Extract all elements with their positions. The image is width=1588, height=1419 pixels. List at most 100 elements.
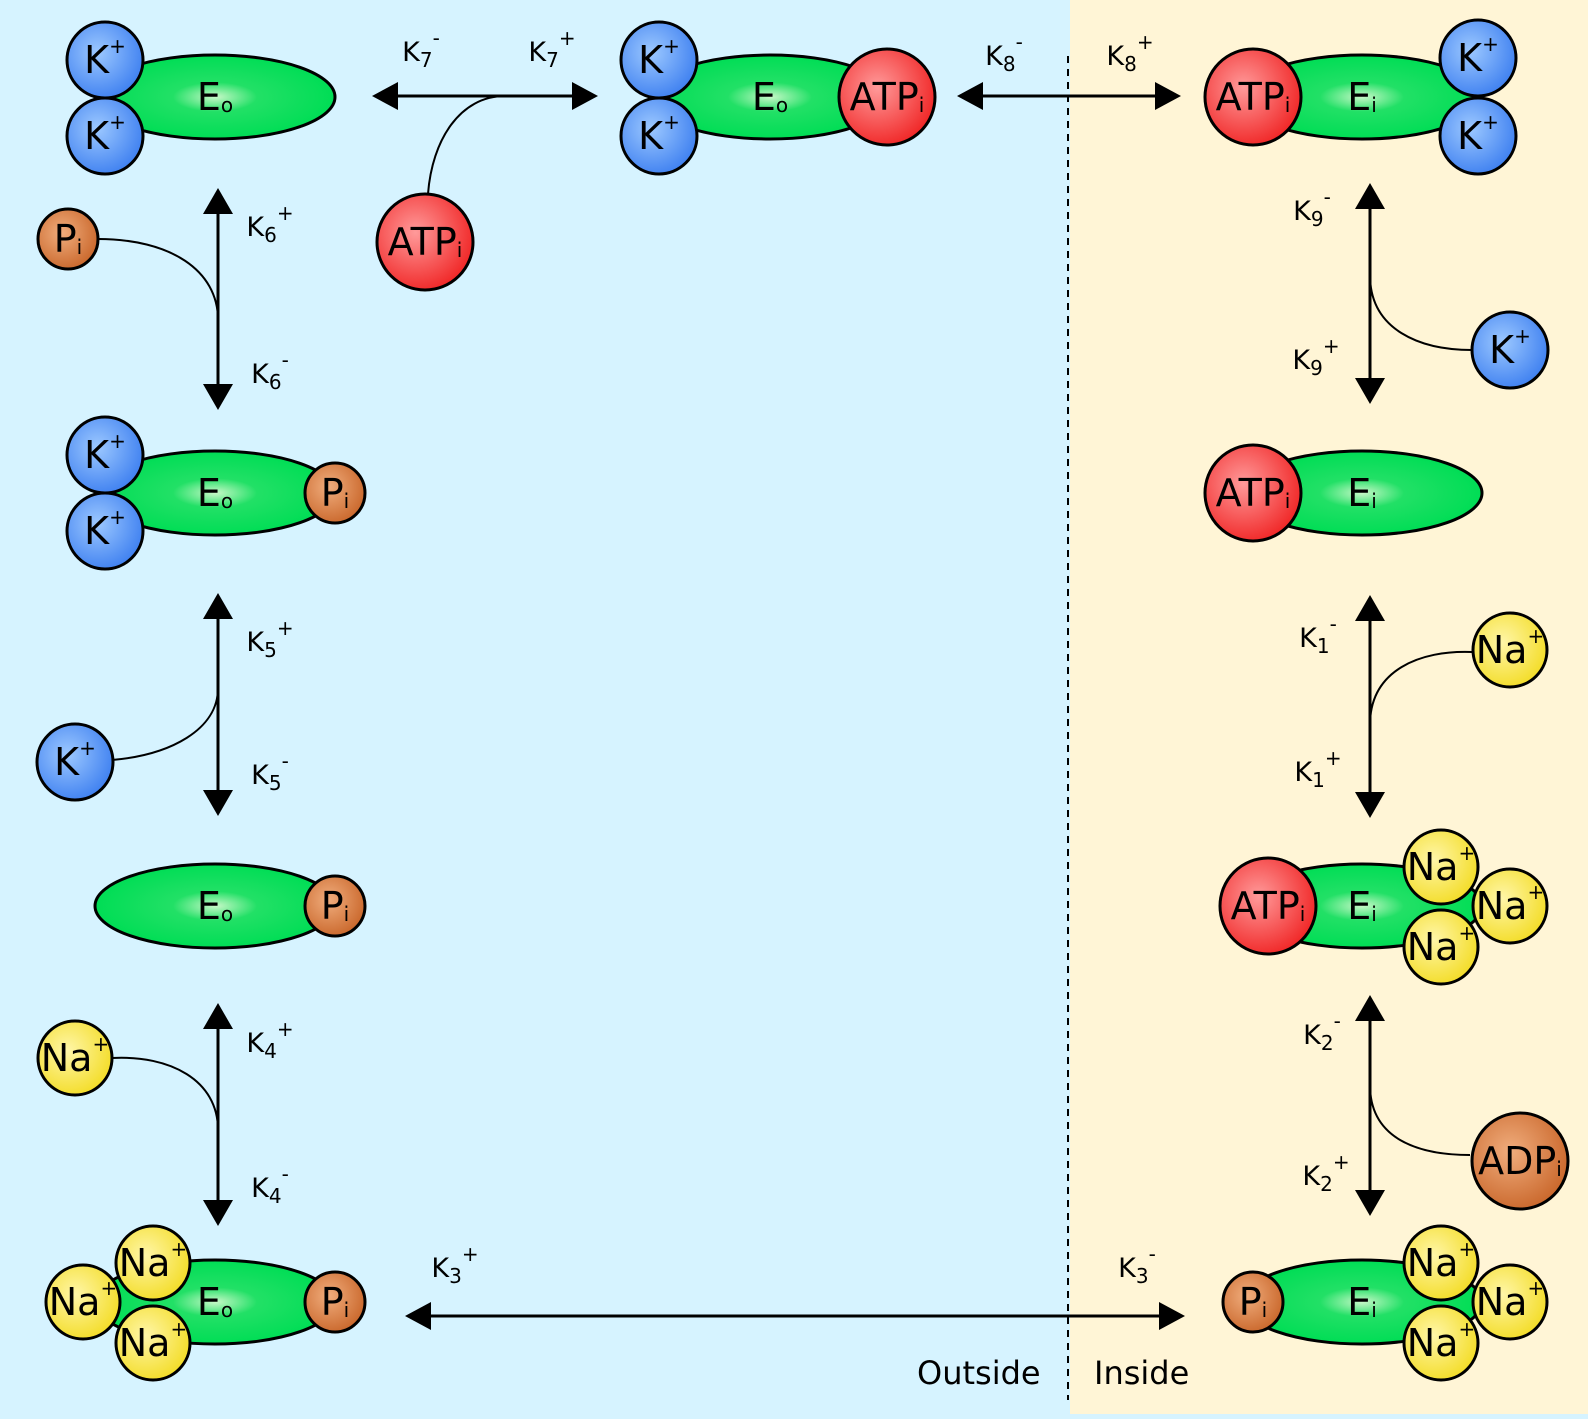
arrow-k8-head-left: [957, 82, 983, 110]
rate-k9-minus: K9-: [1293, 185, 1331, 231]
potassium-ion: [1438, 96, 1518, 176]
enzyme-ei-atp-3na-label: Ei: [1347, 884, 1377, 928]
enzyme-ei-atp-2k-label: Ei: [1347, 75, 1377, 119]
outside-region: [0, 0, 1070, 1414]
potassium-free-label: K+: [54, 736, 96, 784]
rate-k3-minus: K3-: [1118, 1242, 1156, 1288]
enzyme-eo-3na-pi-label: Eo: [197, 1280, 233, 1324]
sodium-free: [1471, 611, 1549, 689]
potassium-ion: [619, 96, 699, 176]
rate-k7-minus: K7-: [402, 26, 440, 72]
potassium-ion-label: K+: [84, 34, 126, 82]
arrow-k6-head-up: [203, 188, 233, 214]
sodium-ion-label: Na+: [1476, 1276, 1544, 1324]
arrow-k1-head-up: [1355, 595, 1385, 621]
rate-k4-plus: K4+: [246, 1017, 293, 1063]
phosphate-bound: [303, 874, 367, 938]
sodium-free-label: Na+: [41, 1032, 109, 1080]
enzyme-ei-pi-3na-label: Ei: [1347, 1280, 1377, 1324]
enzyme-eo-2k-pi-label: Eo: [197, 471, 233, 515]
sodium-ion: [1402, 1224, 1480, 1302]
binding-curve-k2: [1369, 1084, 1471, 1156]
atp-bound: [1203, 443, 1303, 543]
sodium-ion: [1402, 908, 1480, 986]
enzyme-eo-2k-atp-label: Eo: [752, 75, 788, 119]
arrow-k3-head-left: [405, 1302, 431, 1330]
sodium-ion-label: Na+: [1407, 1317, 1475, 1365]
potassium-ion: [65, 96, 145, 176]
rate-k7-plus: K7+: [528, 26, 575, 72]
sodium-ion-label: Na+: [49, 1276, 117, 1324]
rate-k3-plus: K3+: [431, 1242, 478, 1288]
adp-free: [1470, 1111, 1570, 1211]
arrow-k7-head-right: [572, 82, 598, 110]
atp-bound-label: ATPi: [850, 75, 925, 119]
rate-k6-minus: K6-: [251, 348, 289, 394]
sodium-ion-label: Na+: [119, 1317, 187, 1365]
atp-free-label: ATPi: [388, 220, 463, 264]
binding-curve-k7: [427, 95, 506, 195]
binding-curve-k6: [97, 238, 219, 321]
atp-bound-label: ATPi: [1216, 471, 1291, 515]
outside-label: Outside: [917, 1354, 1041, 1392]
atp-bound: [1203, 47, 1303, 147]
sodium-ion: [1402, 828, 1480, 906]
phosphate-bound: [303, 1270, 367, 1334]
arrow-k6-head-down: [203, 384, 233, 410]
arrow-k7-head-left: [372, 82, 398, 110]
rate-k2-minus: K2-: [1303, 1009, 1341, 1055]
rate-k1-minus: K1-: [1299, 612, 1337, 658]
arrow-k4-head-down: [203, 1200, 233, 1226]
arrow-k2-head-down: [1355, 1190, 1385, 1216]
rate-k5-plus: K5+: [246, 616, 293, 662]
rate-k4-minus: K4-: [251, 1162, 289, 1208]
potassium-ion: [65, 491, 145, 571]
sodium-ion-label: Na+: [1407, 841, 1475, 889]
atp-bound-label: ATPi: [1231, 884, 1306, 928]
arrow-k3-head-right: [1159, 1302, 1185, 1330]
sodium-free: [36, 1019, 114, 1097]
rate-k9-plus: K9+: [1292, 334, 1339, 380]
phosphate-bound-label: Pi: [1239, 1280, 1267, 1324]
binding-curve-k4: [111, 1056, 219, 1131]
phosphate-free-label: Pi: [54, 217, 82, 261]
enzyme-ei-atp-label: Ei: [1347, 471, 1377, 515]
sodium-ion-label: Na+: [1476, 880, 1544, 928]
arrow-k1-head-down: [1355, 792, 1385, 818]
phosphate-bound-label: Pi: [321, 884, 349, 928]
arrow-k8-head-right: [1155, 82, 1181, 110]
phosphate-bound: [1221, 1270, 1285, 1334]
rate-k2-plus: K2+: [1302, 1150, 1349, 1196]
adp-free-label: ADPi: [1478, 1139, 1562, 1183]
rate-k5-minus: K5-: [251, 749, 289, 795]
phosphate-bound-label: Pi: [321, 471, 349, 515]
sodium-ion: [114, 1304, 192, 1382]
rate-k8-plus: K8+: [1106, 30, 1153, 76]
rate-k8-minus: K8-: [985, 30, 1023, 76]
rate-k1-plus: K1+: [1294, 746, 1341, 792]
sodium-ion-label: Na+: [1407, 921, 1475, 969]
rate-k6-plus: K6+: [246, 201, 293, 247]
arrow-k9-head-down: [1355, 378, 1385, 404]
inside-label: Inside: [1094, 1354, 1189, 1392]
arrow-k9-head-up: [1355, 183, 1385, 209]
potassium-ion-label: K+: [1457, 110, 1499, 158]
potassium-ion-label: K+: [638, 110, 680, 158]
atp-free: [375, 192, 475, 292]
sodium-ion: [1471, 867, 1549, 945]
potassium-ion: [1438, 18, 1518, 98]
potassium-free: [1470, 310, 1550, 390]
sodium-ion-label: Na+: [1407, 1237, 1475, 1285]
arrow-k4-head-up: [203, 1003, 233, 1029]
atp-bound: [837, 47, 937, 147]
potassium-ion-label: K+: [84, 110, 126, 158]
binding-curve-k1: [1369, 650, 1473, 726]
enzyme-eo-2k-label: Eo: [197, 75, 233, 119]
enzyme-eo-pi-label: Eo: [197, 884, 233, 928]
potassium-free: [35, 722, 115, 802]
atp-bound-label: ATPi: [1216, 75, 1291, 119]
phosphate-bound: [303, 461, 367, 525]
